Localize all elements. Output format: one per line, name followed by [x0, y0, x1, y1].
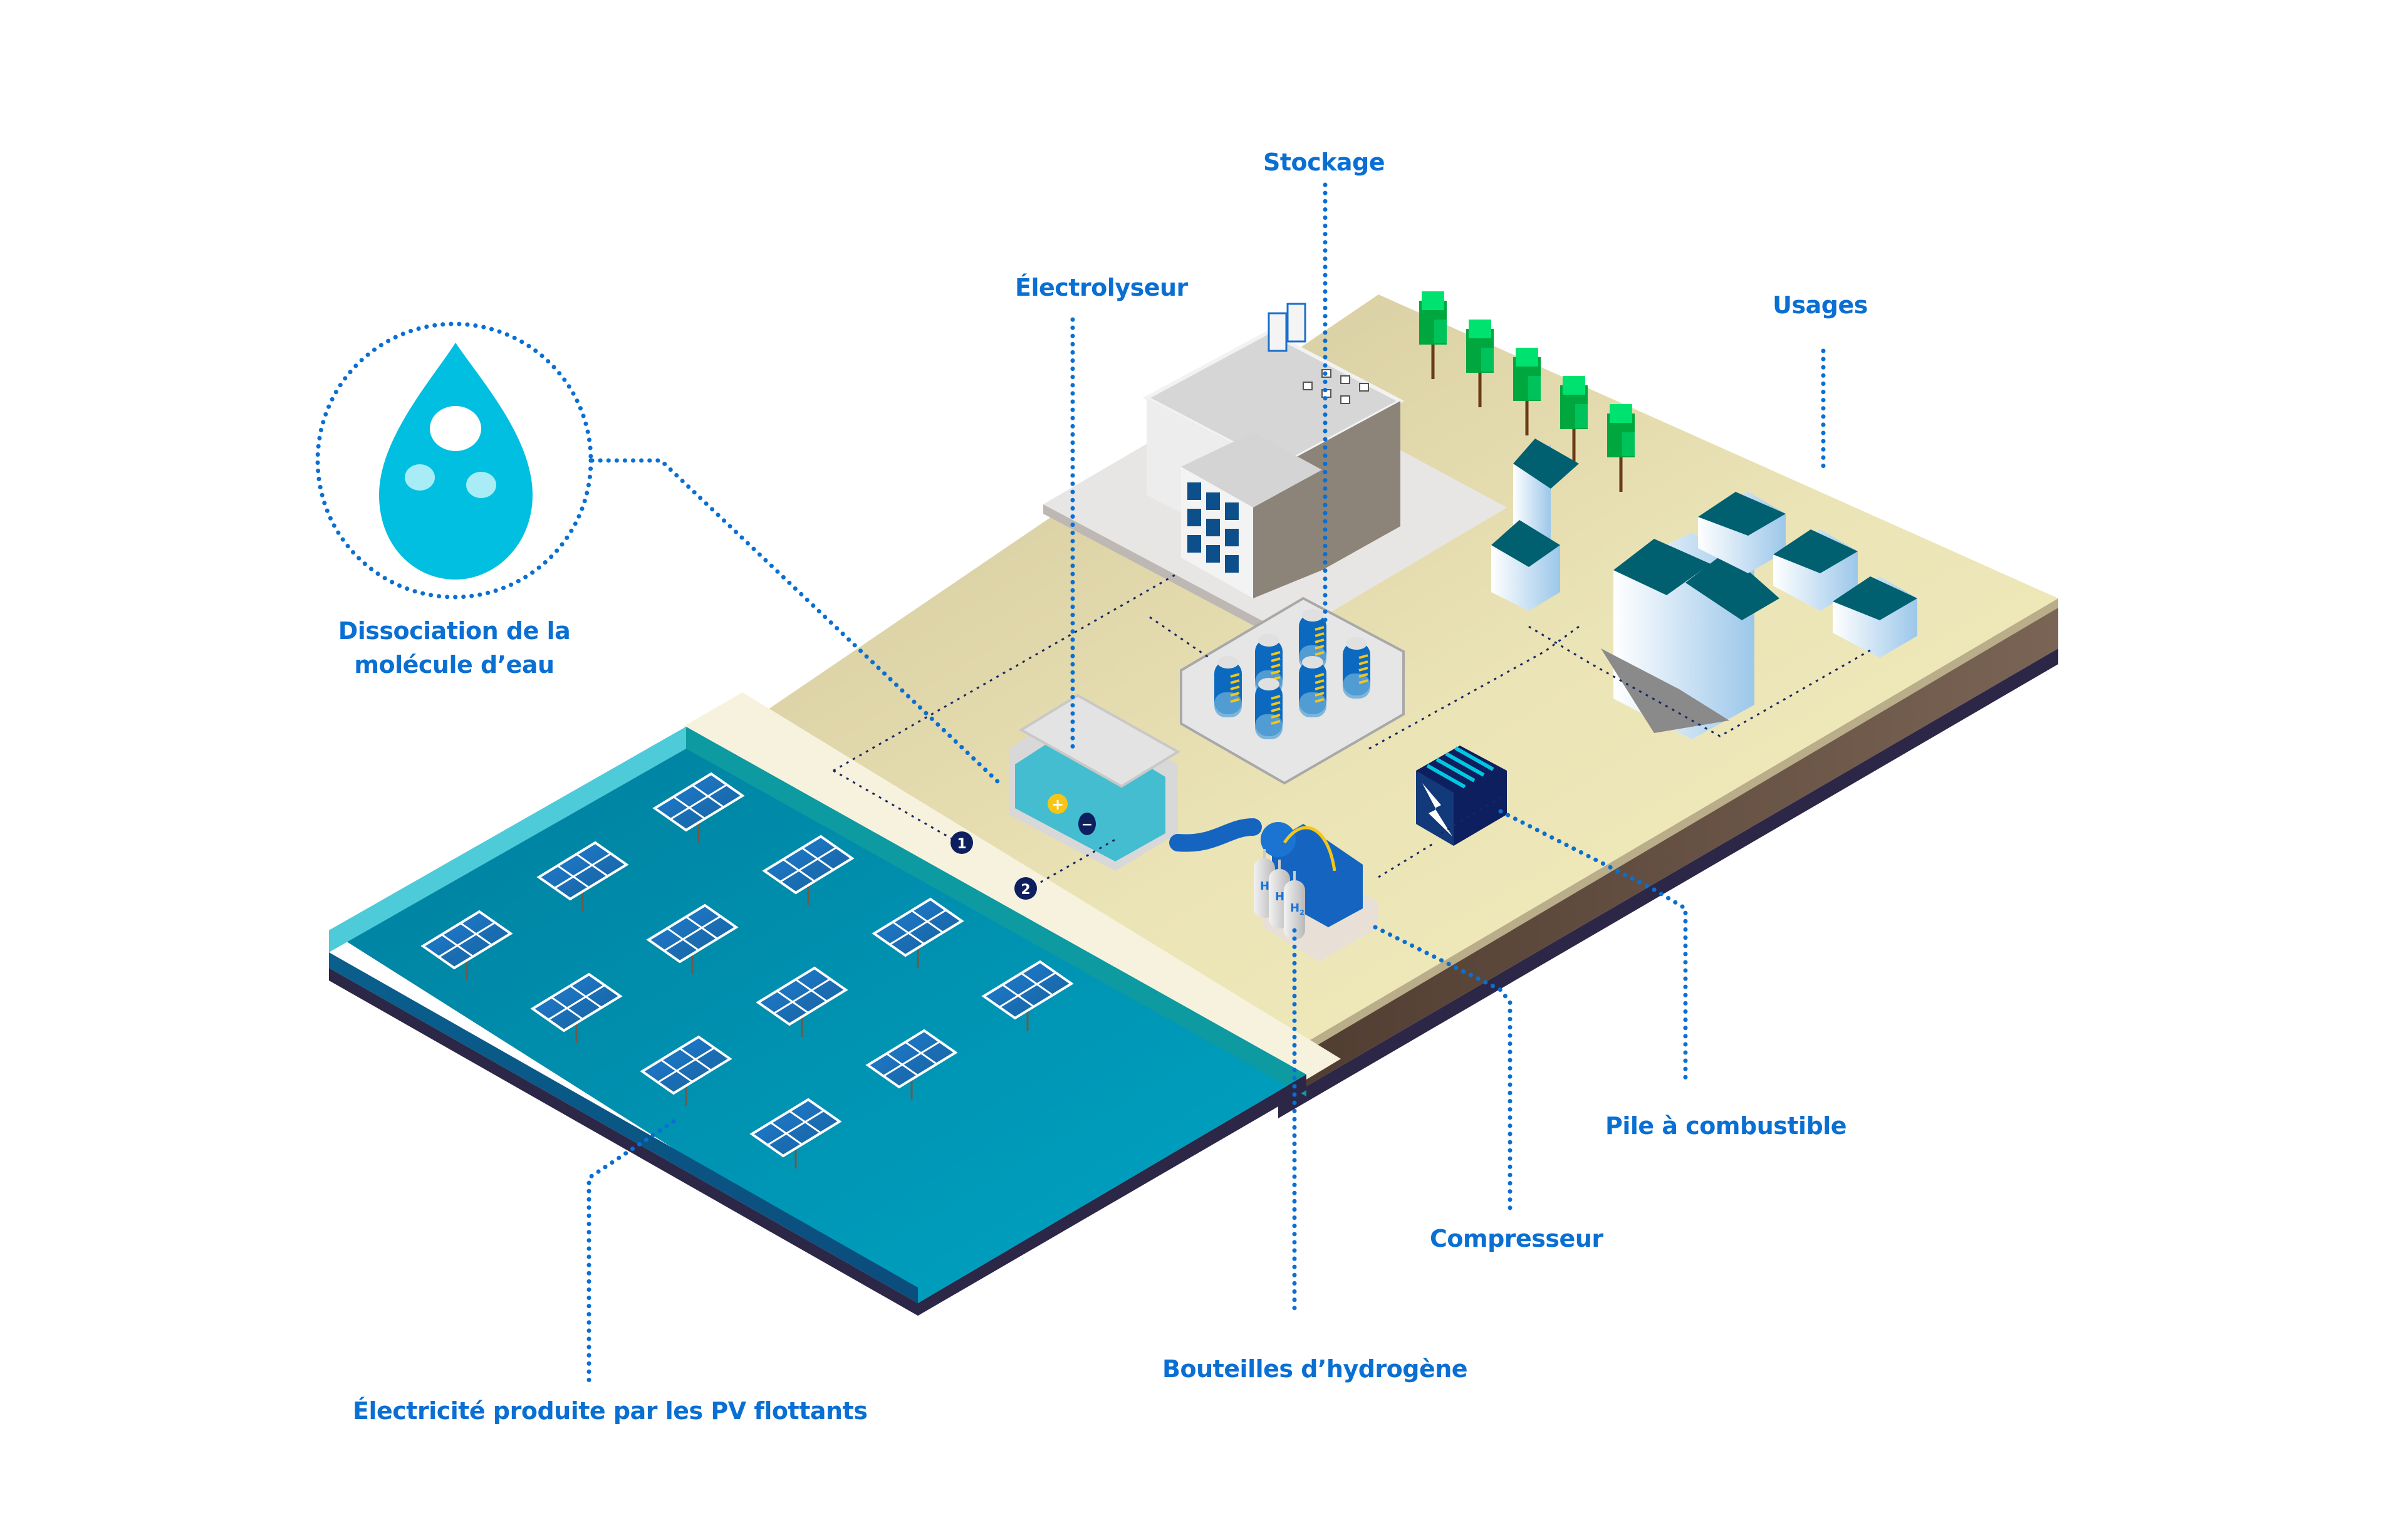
- solar-panel: [530, 972, 623, 1043]
- factory-windows: [1187, 482, 1239, 573]
- house: [1698, 492, 1786, 573]
- tree-icon: [1560, 376, 1588, 464]
- label-bouteilles-hydrogene: Bouteilles d’hydrogène: [1162, 1355, 1468, 1383]
- cathode-icon: [1078, 813, 1096, 835]
- leader-compresseur: [1373, 925, 1513, 1218]
- houses: [1491, 439, 1917, 739]
- platform-soil-right: [1278, 605, 2058, 1103]
- hydrogen-atom-icon: [405, 464, 435, 491]
- water-side-front: [329, 952, 918, 1303]
- step-marker-2: 2: [1014, 877, 1037, 900]
- solar-panel: [536, 841, 629, 912]
- leader-pile: [1498, 809, 1688, 1080]
- label-dissociation-line1: Dissociation de la: [338, 617, 571, 645]
- water-rim-left: [329, 727, 686, 952]
- water-drop-icon: [379, 343, 533, 580]
- leader-pv: [586, 1119, 676, 1390]
- water-molecule-callout: [315, 321, 593, 600]
- hydrogen-atom-icon: [466, 472, 496, 498]
- solar-panel: [646, 903, 739, 974]
- house: [1833, 576, 1917, 658]
- house: [1773, 529, 1858, 611]
- electrolyser: + −: [1009, 694, 1262, 871]
- battery-icon: [1299, 656, 1326, 717]
- factory-building: [1142, 303, 1405, 598]
- anode-icon: [1048, 794, 1068, 814]
- step-marker-1: 1: [950, 831, 973, 854]
- hydrogen-bottles: H2H2H2: [1254, 849, 1305, 940]
- solar-panel: [652, 772, 745, 843]
- base-front-left: [329, 968, 918, 1316]
- battery-icon: [1343, 637, 1370, 699]
- tree-icon: [1513, 348, 1541, 435]
- battery-icon: [1255, 678, 1283, 739]
- house: [1601, 533, 1779, 739]
- solar-panel: [872, 897, 964, 968]
- label-usages: Usages: [1773, 291, 1868, 319]
- fuel-cell-stripes: [1426, 746, 1494, 789]
- solar-panel: [762, 835, 855, 905]
- solar-panel: [865, 1029, 958, 1100]
- hydrogen-bottle-icon: H2: [1284, 871, 1305, 940]
- water-rim-right: [686, 727, 1306, 1096]
- energy-flow-paths: [833, 572, 1874, 891]
- solar-panel: [756, 966, 848, 1037]
- tree-icon: [1607, 404, 1635, 492]
- label-dissociation-line2: molécule d’eau: [354, 651, 555, 679]
- solar-panels: [420, 772, 1074, 1168]
- label-compresseur: Compresseur: [1430, 1225, 1603, 1252]
- leader-dissociation: [590, 458, 1002, 786]
- leader-lines: [586, 182, 1826, 1390]
- cathode-sign: −: [1081, 817, 1093, 833]
- label-pv-flottants: Électricité produite par les PV flottant…: [353, 1397, 868, 1425]
- tree-icon: [1419, 291, 1447, 379]
- silo-tanks: [1268, 303, 1306, 352]
- solar-panel: [420, 910, 513, 981]
- batteries: [1214, 609, 1370, 739]
- solar-panel: [640, 1035, 732, 1106]
- trees: [1419, 291, 1635, 492]
- battery-icon: [1214, 656, 1242, 717]
- factory-plinth-edge: [1043, 504, 1291, 645]
- storage-container: [1180, 596, 1405, 785]
- base-front-right: [918, 1074, 1306, 1316]
- svg-text:1: 1: [957, 836, 966, 852]
- label-electrolyseur: Électrolyseur: [1015, 274, 1188, 301]
- oxygen-atom-icon: [430, 406, 481, 451]
- solar-panel: [749, 1098, 842, 1168]
- lightning-icon: [1422, 783, 1452, 836]
- tree-icon: [1466, 320, 1494, 407]
- ground-edge: [1278, 598, 2058, 1068]
- svg-text:2: 2: [1021, 882, 1030, 898]
- label-dissociation: Dissociation de la molécule d’eau: [338, 614, 571, 682]
- platform-base-right: [1278, 648, 2058, 1118]
- fuel-cell: [1416, 746, 1507, 846]
- anode-sign: +: [1051, 796, 1064, 813]
- label-stockage: Stockage: [1263, 148, 1385, 176]
- label-pile-a-combustible: Pile à combustible: [1605, 1112, 1847, 1140]
- house: [1491, 520, 1560, 611]
- solar-panel: [981, 960, 1074, 1031]
- sand-strip: [683, 692, 1341, 1096]
